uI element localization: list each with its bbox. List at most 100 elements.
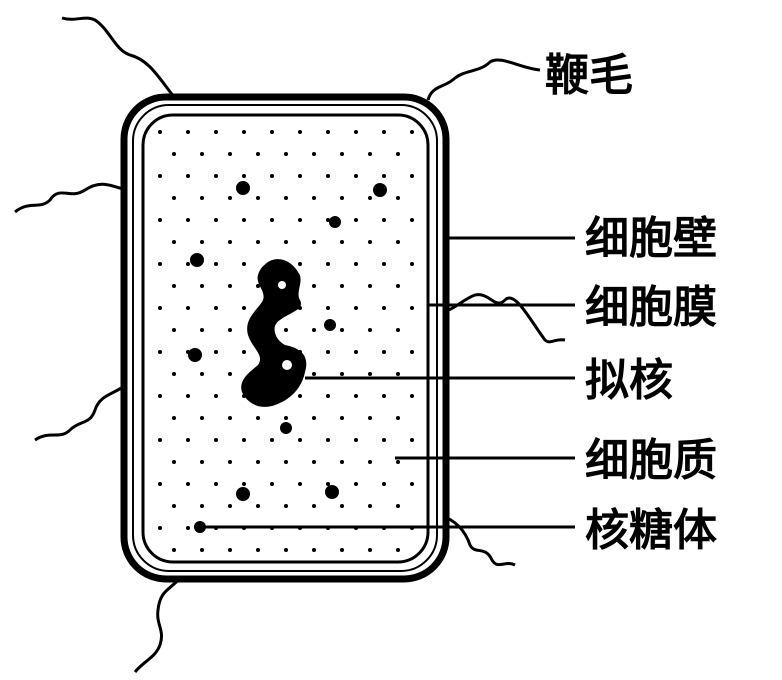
flagellum	[426, 58, 541, 101]
cytoplasm-dot	[200, 196, 204, 200]
cytoplasm-dot	[410, 306, 414, 310]
cytoplasm-dot	[214, 218, 218, 222]
cytoplasm-dot	[312, 460, 316, 464]
cytoplasm-dot	[242, 306, 246, 310]
cytoplasm-dot	[158, 262, 162, 266]
cytoplasm-dot	[340, 328, 344, 332]
flagellum	[439, 513, 516, 567]
cytoplasm-dot	[368, 460, 372, 464]
cytoplasm-dot	[354, 218, 358, 222]
cytoplasm-dot	[354, 482, 358, 486]
ribosome	[190, 253, 204, 267]
cytoplasm-dot	[256, 548, 260, 552]
cytoplasm-dot	[256, 416, 260, 420]
label-ribosome: 核糖体	[585, 505, 717, 556]
cytoplasm-dot	[396, 284, 400, 288]
cytoplasm-dot	[228, 372, 232, 376]
cytoplasm-dot	[284, 328, 288, 332]
cytoplasm-dot	[214, 130, 218, 134]
cytoplasm-dot	[326, 482, 330, 486]
cytoplasm-dot	[158, 350, 162, 354]
cytoplasm-dot	[298, 394, 302, 398]
cytoplasm-dot	[382, 174, 386, 178]
cytoplasm-dot	[228, 328, 232, 332]
cytoplasm-dot	[368, 548, 372, 552]
cytoplasm-dot	[200, 548, 204, 552]
cytoplasm-dot	[256, 504, 260, 508]
cytoplasm-dot	[172, 548, 176, 552]
cytoplasm-dot	[368, 504, 372, 508]
cell-wall-inner-line	[132, 104, 438, 572]
cytoplasm-dot	[172, 328, 176, 332]
cytoplasm-dot	[270, 438, 274, 442]
cytoplasm-dot	[382, 482, 386, 486]
cytoplasm-dot	[172, 372, 176, 376]
cytoplasm-dot	[312, 504, 316, 508]
cytoplasm-dot	[228, 548, 232, 552]
cytoplasm-dot	[340, 460, 344, 464]
cytoplasm-dot	[158, 218, 162, 222]
cytoplasm-dot	[214, 350, 218, 354]
cytoplasm-dot	[214, 438, 218, 442]
cytoplasm-dot	[284, 460, 288, 464]
cytoplasm-dot	[158, 306, 162, 310]
cytoplasm-dot	[242, 174, 246, 178]
cytoplasm-dot	[242, 130, 246, 134]
cytoplasm-dot	[410, 130, 414, 134]
cytoplasm-dot	[396, 460, 400, 464]
cytoplasm-dot	[312, 372, 316, 376]
cytoplasm-dot	[186, 482, 190, 486]
cytoplasm-dot	[410, 482, 414, 486]
cytoplasm-dot	[298, 130, 302, 134]
cytoplasm-dot	[256, 284, 260, 288]
cytoplasm-dot	[326, 130, 330, 134]
cytoplasm-dot	[312, 152, 316, 156]
cytoplasm-dot	[214, 394, 218, 398]
cytoplasm-dot	[382, 350, 386, 354]
label-flagellum: 鞭毛	[545, 50, 633, 101]
cytoplasm-dot	[354, 438, 358, 442]
cytoplasm-dot	[158, 482, 162, 486]
cytoplasm-dot	[256, 196, 260, 200]
cytoplasm-dot	[396, 548, 400, 552]
cytoplasm-dot	[382, 438, 386, 442]
ribosome	[188, 348, 202, 362]
cytoplasm-dot	[354, 174, 358, 178]
cytoplasm-dot	[396, 328, 400, 332]
cytoplasm-dot	[200, 372, 204, 376]
cytoplasm-dot	[354, 130, 358, 134]
cytoplasm-dot	[186, 174, 190, 178]
cytoplasm-dot	[382, 394, 386, 398]
flagellum	[34, 383, 127, 442]
cytoplasm-dot	[298, 218, 302, 222]
cytoplasm-dot	[410, 438, 414, 442]
cytoplasm-dot	[382, 306, 386, 310]
cytoplasm-dot	[228, 284, 232, 288]
cytoplasm-dot	[340, 416, 344, 420]
ribosome	[329, 216, 341, 228]
cytoplasm-dot	[200, 152, 204, 156]
label-cell-membrane: 细胞膜	[585, 282, 717, 333]
cytoplasm-dot	[228, 152, 232, 156]
ribosome	[236, 181, 250, 195]
cytoplasm-dot	[158, 174, 162, 178]
cytoplasm-dot	[368, 240, 372, 244]
cytoplasm-dot	[410, 394, 414, 398]
cytoplasm-dot	[214, 482, 218, 486]
cytoplasm-dot	[158, 130, 162, 134]
cytoplasm-dot	[312, 416, 316, 420]
cytoplasm-dot	[228, 416, 232, 420]
cytoplasm-dot	[270, 218, 274, 222]
cytoplasm-dot	[228, 196, 232, 200]
cytoplasm-dot	[186, 306, 190, 310]
cytoplasm-dot	[242, 438, 246, 442]
cytoplasm-dot	[284, 416, 288, 420]
cytoplasm-dot	[326, 174, 330, 178]
flagellum	[61, 16, 177, 99]
cytoplasm-dot	[354, 306, 358, 310]
cytoplasm-dot	[340, 284, 344, 288]
cytoplasm-dot	[256, 460, 260, 464]
cytoplasm-dot	[242, 262, 246, 266]
cytoplasm-dot	[270, 130, 274, 134]
cytoplasm-dot	[410, 262, 414, 266]
